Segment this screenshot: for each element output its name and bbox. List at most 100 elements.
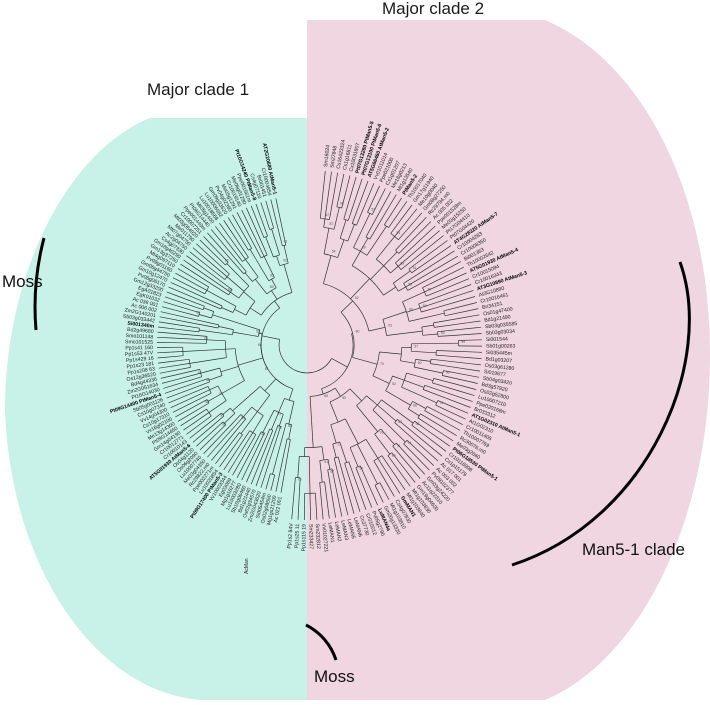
tree-branch — [265, 473, 271, 490]
tree-branch — [177, 414, 190, 422]
bootstrap-value: 61 — [413, 266, 417, 270]
tree-branch — [416, 221, 432, 236]
tree-branch — [335, 388, 341, 397]
tree-branch — [374, 485, 379, 493]
tree-branch — [364, 183, 375, 206]
tree-branch — [395, 233, 412, 251]
tree-branch — [175, 272, 191, 282]
tree-branch — [331, 495, 336, 518]
tree-branch — [263, 256, 275, 278]
tree-branch — [186, 262, 231, 293]
tree-branch — [327, 459, 331, 470]
tree-branch — [367, 200, 374, 213]
tree-branch — [209, 282, 229, 296]
bootstrap-value: 74 — [440, 401, 444, 405]
tree-branch — [226, 254, 245, 275]
tree-branch — [348, 476, 361, 512]
tree-branch-arc — [394, 419, 398, 423]
bootstrap-value: 89 — [262, 432, 266, 436]
tree-branch-arc — [382, 319, 387, 336]
bootstrap-value: 86 — [258, 343, 262, 347]
tree-branch — [384, 200, 401, 225]
tree-branch — [341, 173, 345, 184]
tree-branch — [186, 255, 203, 268]
tree-branch — [200, 367, 220, 374]
tree-branch — [341, 192, 347, 209]
tree-branch — [458, 390, 475, 396]
tree-branch — [297, 456, 300, 478]
bootstrap-value: 87 — [330, 222, 334, 226]
tree-branch — [381, 455, 400, 482]
tree-branch — [333, 457, 342, 487]
tree-branch — [160, 311, 188, 319]
tree-branch-arc — [343, 218, 349, 221]
tree-branch — [439, 431, 454, 442]
tree-branch — [467, 320, 481, 324]
tree-branch — [230, 291, 240, 299]
tree-branch — [222, 407, 231, 415]
tree-branch — [392, 270, 411, 284]
tree-branch-arc — [374, 428, 382, 435]
tree-branch — [394, 422, 429, 453]
tree-branch — [394, 229, 401, 237]
leaf-label: Vv01027221 — [320, 523, 329, 553]
bootstrap-value: 91 — [324, 460, 328, 464]
tree-branch — [278, 398, 285, 413]
leaf-label: LeMAN6 — [352, 517, 363, 538]
tree-branch-arc — [221, 412, 225, 417]
tree-branch — [245, 207, 259, 235]
tree-branch — [420, 413, 456, 435]
tree-branch — [230, 432, 240, 445]
tree-branch — [457, 314, 480, 319]
bootstrap-value: 86 — [409, 308, 413, 312]
tree-branch — [276, 255, 281, 266]
tree-branch — [196, 243, 220, 266]
tree-branch — [436, 350, 479, 353]
tree-branch — [189, 251, 203, 263]
tree-branch — [197, 298, 222, 310]
bootstrap-value: 59 — [461, 340, 465, 344]
leaf-label: Sm233427 — [307, 524, 314, 549]
tree-branch-arc — [443, 310, 446, 316]
tree-branch — [266, 221, 271, 230]
tree-branch — [219, 259, 226, 266]
tree-branch — [421, 324, 434, 328]
tree-branch-arc — [208, 378, 210, 383]
tree-branch — [319, 190, 324, 219]
tree-branch — [344, 480, 355, 514]
leaf-label: Os12g36520 — [126, 372, 156, 384]
tree-branch — [263, 430, 274, 453]
tree-branch — [444, 310, 470, 317]
leaf-label: Pp1s41 160 — [125, 345, 153, 351]
tree-branch-arc — [228, 289, 233, 296]
tree-branch — [411, 342, 459, 345]
tree-branch — [418, 288, 461, 305]
tree-branch — [293, 477, 296, 491]
tree-branch — [336, 172, 339, 178]
tree-branch — [399, 208, 418, 231]
tree-branch — [219, 464, 222, 468]
leaf-label: Sb03g03034 — [485, 329, 515, 337]
tree-branch — [333, 207, 340, 230]
tree-branch — [172, 277, 196, 290]
tree-branch — [432, 382, 460, 392]
tree-branch — [270, 426, 282, 456]
tree-branch — [166, 390, 187, 399]
tree-branch — [398, 231, 439, 267]
tree-branch-arc — [422, 287, 427, 297]
tree-branch — [437, 327, 476, 333]
leaf-label: Bd3g57920 — [481, 382, 508, 394]
tree-branch-arc — [401, 373, 407, 388]
tree-branch — [426, 406, 447, 417]
tree-branch — [428, 452, 439, 462]
tree-branch — [350, 278, 370, 300]
tree-branch — [241, 459, 252, 481]
tree-branch — [321, 388, 324, 395]
tree-branch — [375, 191, 392, 219]
tree-branch — [398, 481, 406, 491]
leaf-label: Pp1s208 63 — [127, 366, 155, 376]
tree-branch — [283, 245, 289, 264]
tree-branch — [308, 456, 311, 494]
tree-branch — [188, 389, 210, 400]
tree-branch — [437, 296, 476, 308]
